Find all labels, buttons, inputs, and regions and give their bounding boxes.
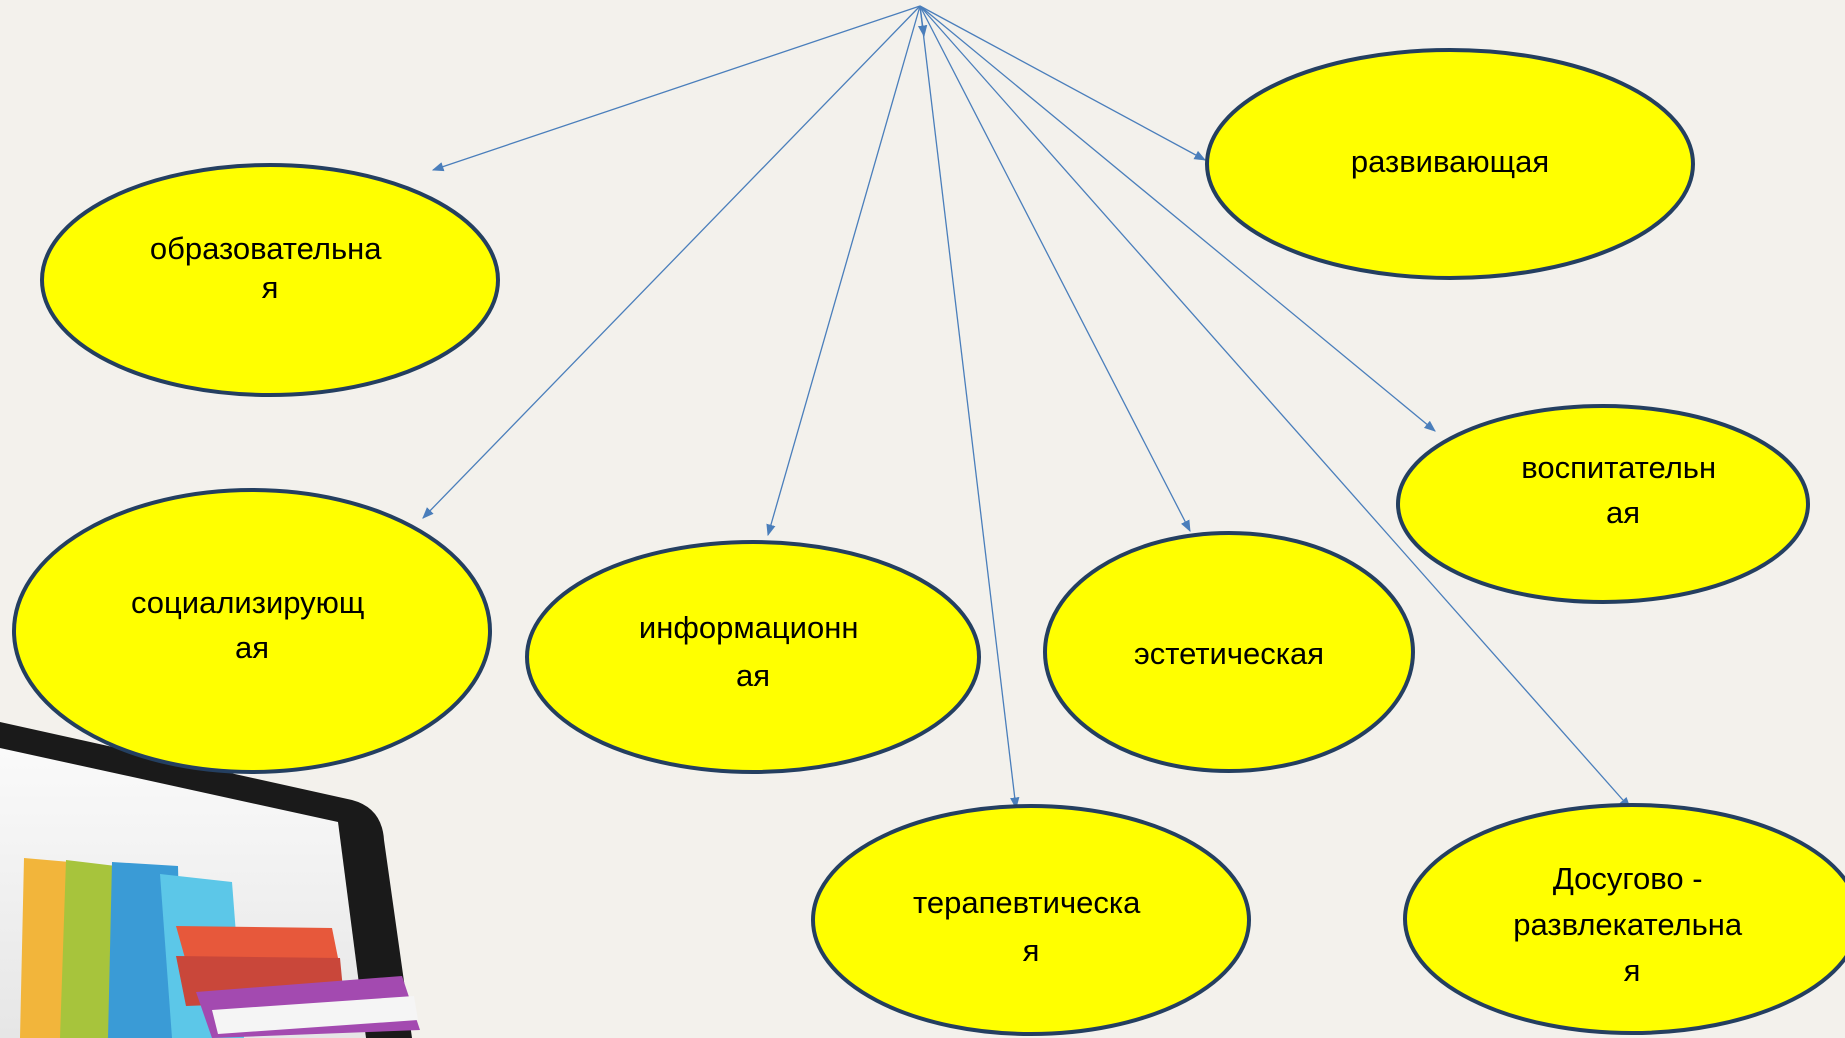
svg-text:эстетическая: эстетическая (1134, 636, 1324, 671)
node-label-line: развлекательна (1513, 907, 1743, 942)
node-label-line: воспитательн (1521, 450, 1716, 485)
node-razvivayushchaya: развивающая (1205, 48, 1695, 280)
node-label-line: терапевтическа (913, 885, 1141, 920)
arrow-to-terapevticheskaya (919, 5, 1020, 810)
arrow-to-dosugovo (919, 5, 1631, 809)
svg-text:Досугово - развлекател: Досугово - развлекательна я (1513, 861, 1751, 988)
node-label-line: социализирующ (131, 585, 364, 620)
node-informacionnaya: информационн ая (525, 540, 981, 774)
svg-text:воспитательн ая: воспитательн ая (1521, 450, 1724, 530)
node-label-line: Досугово - (1553, 861, 1703, 896)
arrow-to-obrazovatelnaya (431, 5, 921, 172)
node-label-line: эстетическая (1134, 636, 1324, 671)
node-label-line: я (1023, 933, 1040, 968)
node-esteticheskaya: эстетическая (1043, 531, 1415, 773)
arrow-to-razvivayushchaya (919, 5, 1207, 161)
node-label-line: информационн (639, 610, 859, 645)
node-dosugovo: Досугово - развлекательна я (1403, 803, 1845, 1035)
arrow-to-socializiruyushchaya (422, 5, 921, 519)
node-label-line: развивающая (1351, 144, 1549, 179)
svg-text:развивающая: развивающая (1351, 144, 1549, 179)
node-terapevticheskaya: терапевтическа я (811, 804, 1251, 1036)
node-obrazovatelnaya: образовательна я (40, 163, 500, 397)
node-label-line: ая (1606, 495, 1640, 530)
svg-text:информационн ая: информационн ая (639, 610, 867, 693)
node-socializiruyushchaya: социализирующ ая (12, 488, 492, 774)
tablet-with-books-icon (0, 722, 420, 1038)
node-label-line: ая (235, 630, 269, 665)
node-label-line: я (262, 270, 279, 305)
svg-text:социализирующ ая: социализирующ ая (131, 585, 373, 665)
arrow-to-informacionnaya (766, 5, 921, 537)
arrow-to-esteticheskaya (919, 5, 1191, 533)
arrow-tick (917, 5, 928, 38)
arrow-to-vospitatelnaya (919, 5, 1436, 432)
svg-text:терапевтическа я: терапевтическа я (913, 885, 1149, 968)
node-vospitatelnaya: воспитательн ая (1396, 404, 1810, 604)
arrows (422, 5, 1631, 810)
node-label-line: ая (736, 658, 770, 693)
node-label-line: я (1624, 953, 1641, 988)
node-label-line: образовательна (150, 231, 382, 266)
svg-text:образовательна я: образовательна я (150, 231, 390, 305)
